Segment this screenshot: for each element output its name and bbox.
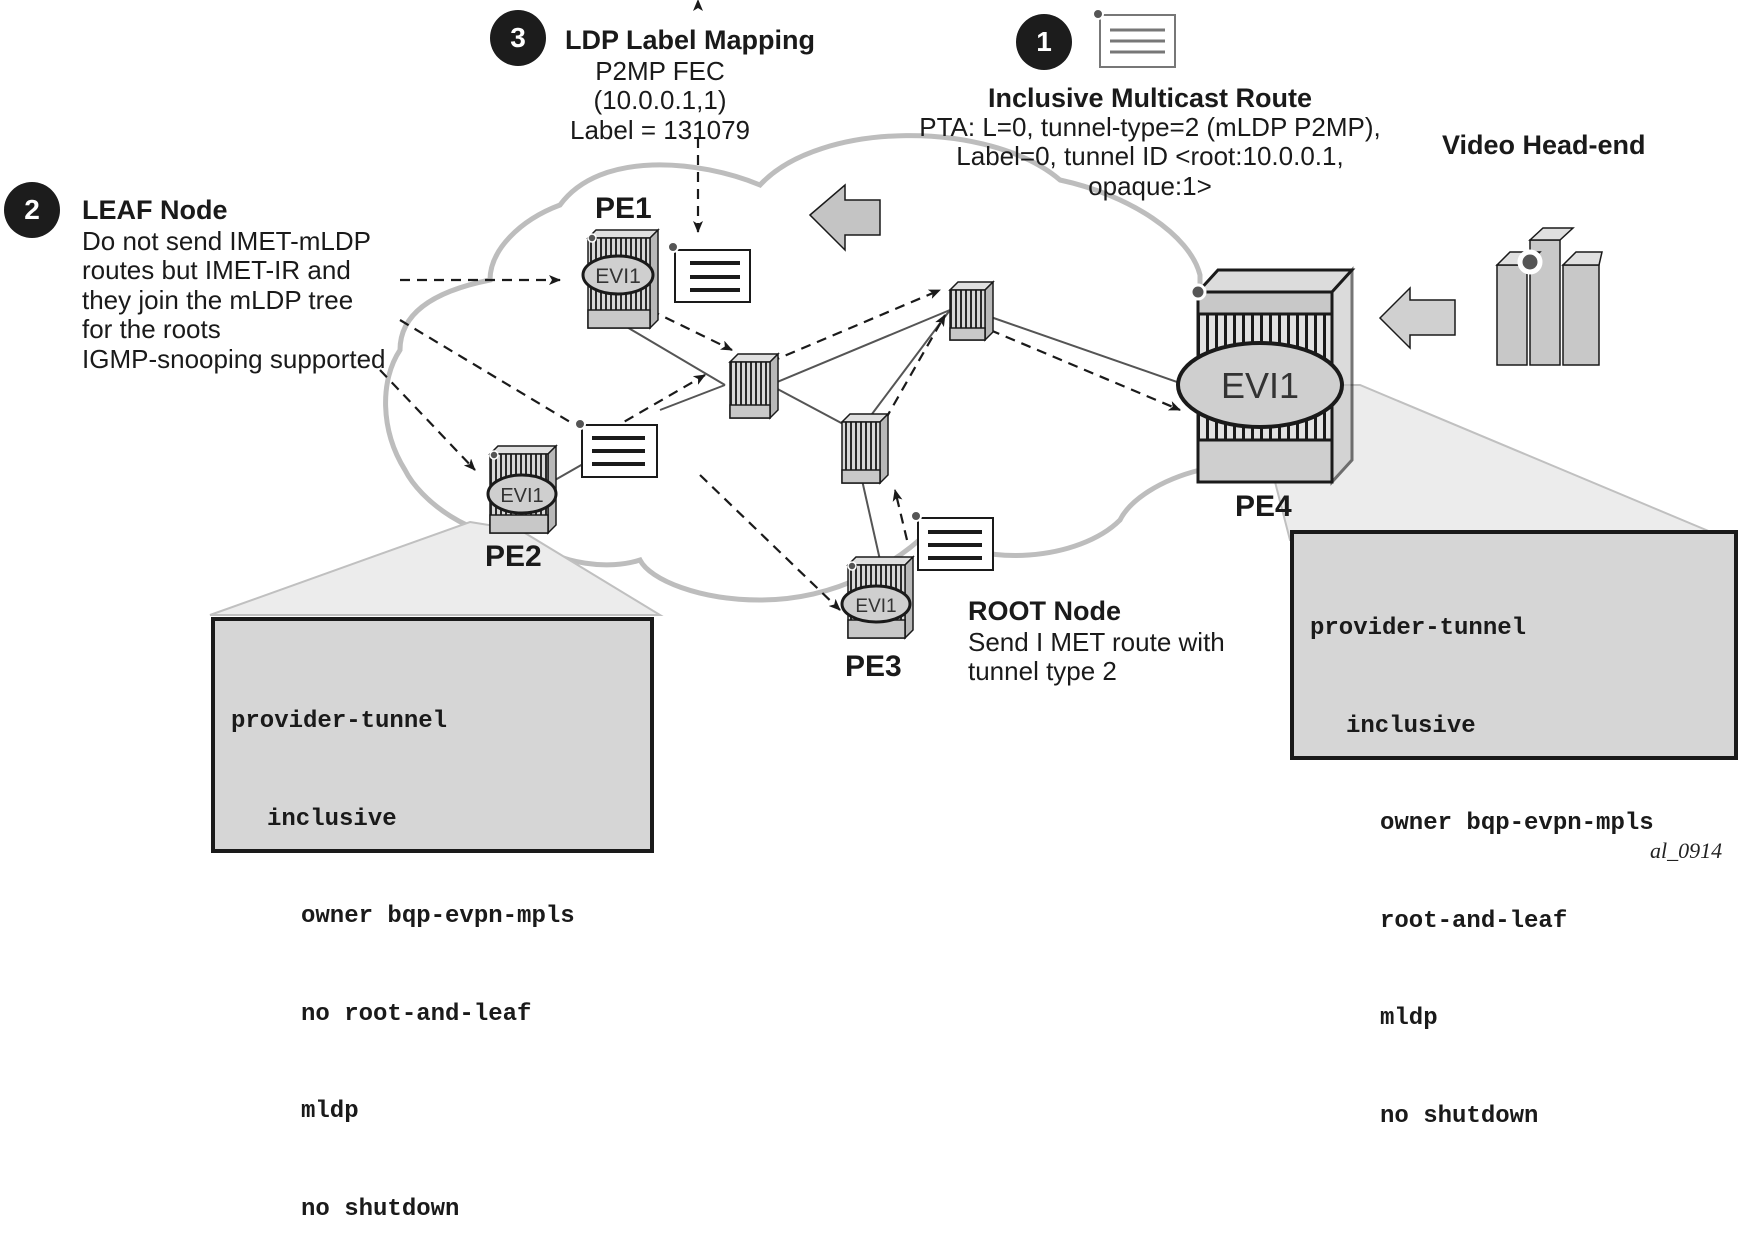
- svg-text:EVI1: EVI1: [855, 596, 896, 617]
- route-message-icons: [574, 8, 1176, 571]
- pe2-config-box: provider-tunnel inclusive owner bqp-evpn…: [211, 617, 654, 1223]
- step-2-line: routes but IMET-IR and: [82, 255, 351, 286]
- config-line: root-and-leaf: [1380, 907, 1568, 935]
- root-node-body: Send I MET route with tunnel type 2: [968, 627, 1225, 687]
- message-icon-pe1: [667, 241, 751, 303]
- config-line: inclusive: [267, 805, 397, 833]
- step-2-title: LEAF Node: [82, 195, 228, 225]
- step-1-line: PTA: L=0, tunnel-type=2 (mLDP P2MP),: [919, 112, 1381, 142]
- step-1-badge: 1: [1016, 14, 1072, 70]
- config-line: mldp: [301, 1098, 359, 1125]
- step-1-body: PTA: L=0, tunnel-type=2 (mLDP P2MP), Lab…: [860, 112, 1440, 201]
- evi-pe4: EVI1: [1176, 341, 1344, 429]
- step-2-body: Do not send IMET-mLDP routes but IMET-IR…: [82, 226, 386, 374]
- step-3-body: P2MP FEC (10.0.0.1,1) Label = 131079: [560, 56, 760, 145]
- config-line: owner bqp-evpn-mpls: [1380, 810, 1654, 837]
- step-1-line: opaque:1>: [1088, 170, 1212, 201]
- root-node-line: tunnel type 2: [968, 656, 1117, 687]
- pe2-label: PE2: [485, 540, 542, 573]
- figure-id: al_0914: [1650, 838, 1723, 863]
- direction-arrow-inner: [808, 183, 881, 252]
- step-2-line: for the roots: [82, 314, 221, 345]
- config-line: mldp: [1380, 1005, 1438, 1032]
- step-1-line: Label=0, tunnel ID <root:10.0.0.1,: [956, 141, 1344, 172]
- config-line: no shutdown: [301, 1195, 460, 1223]
- svg-text:EVI1: EVI1: [595, 265, 641, 288]
- step-3-title: LDP Label Mapping: [565, 25, 816, 55]
- config-line: no shutdown: [1380, 1102, 1539, 1130]
- step-3-line: Label = 131079: [569, 114, 750, 145]
- svg-text:EVI1: EVI1: [500, 485, 543, 507]
- config-line: owner bqp-evpn-mpls: [301, 903, 575, 930]
- network-diagram: EVI1 EVI1 EVI1 EVI1: [209, 0, 1731, 640]
- config-line: provider-tunnel: [231, 708, 448, 735]
- video-headend-icon: [1495, 227, 1603, 366]
- signaling-arrows: [379, 0, 1181, 611]
- root-node-line: Send I MET route with: [968, 627, 1225, 657]
- direction-arrow-headend: [1378, 286, 1456, 350]
- pe3-label: PE3: [845, 650, 902, 683]
- pe1-label: PE1: [595, 192, 652, 225]
- pe4-label: PE4: [1235, 490, 1292, 523]
- message-icon-step1: [1092, 8, 1176, 68]
- step-1-title: Inclusive Multicast Route: [987, 83, 1313, 113]
- config-line: provider-tunnel: [1310, 615, 1527, 642]
- evi-pe3: EVI1: [840, 584, 912, 624]
- step-2-line: Do not send IMET-mLDP: [82, 226, 371, 256]
- root-node-title: ROOT Node: [968, 596, 1121, 626]
- step-3-line: P2MP FEC: [595, 56, 725, 86]
- video-headend-label: Video Head-end: [1442, 130, 1646, 160]
- svg-text:EVI1: EVI1: [1221, 365, 1299, 406]
- step-3-line: (10.0.0.1,1): [593, 85, 727, 116]
- config-line: inclusive: [1346, 712, 1476, 740]
- evi-pe1: EVI1: [581, 254, 655, 296]
- step-3-badge: 3: [490, 10, 546, 66]
- message-icon-pe2: [574, 418, 658, 478]
- step-2-line: they join the mLDP tree: [82, 284, 354, 315]
- router-p2: [948, 280, 995, 342]
- evi-pe2: EVI1: [486, 473, 558, 515]
- router-p1: [728, 352, 780, 420]
- router-p3: [840, 412, 890, 485]
- message-icon-pe3: [910, 510, 994, 571]
- pe4-config-box: provider-tunnel inclusive owner bqp-evpn…: [1290, 530, 1738, 1130]
- step-2-badge: 2: [4, 182, 60, 238]
- config-line: no root-and-leaf: [301, 1000, 532, 1028]
- step-2-line: IGMP-snooping supported: [82, 343, 386, 374]
